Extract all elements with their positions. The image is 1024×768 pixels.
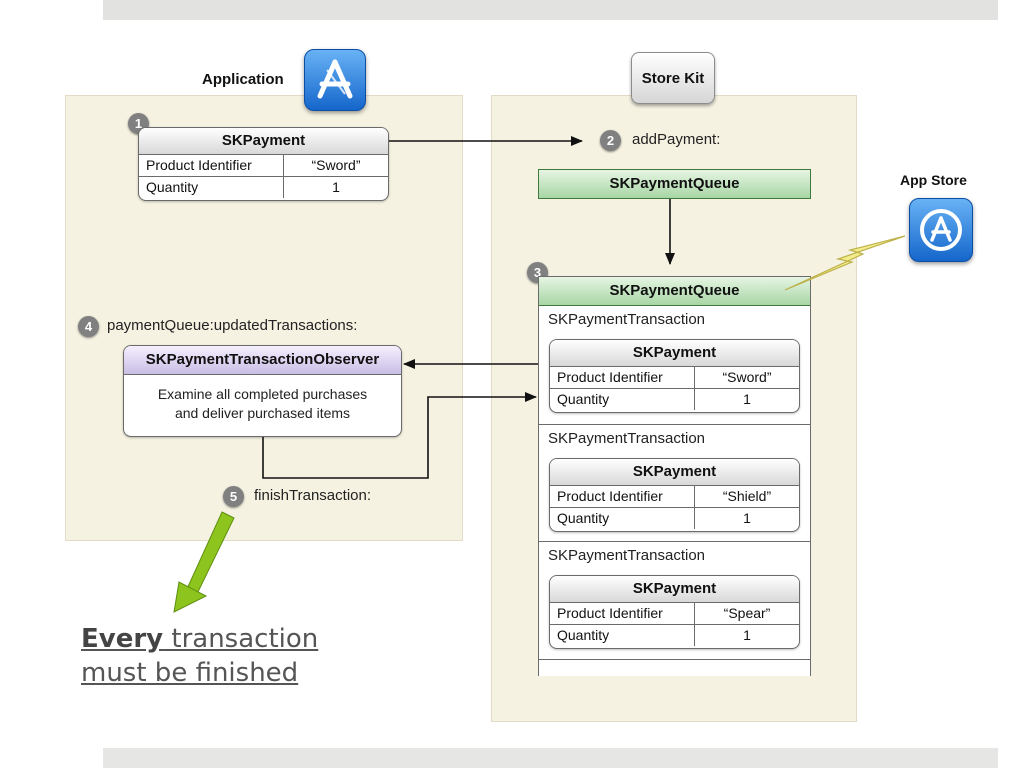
note-emphasis: Every <box>81 624 164 654</box>
observer-line-2: and deliver purchased items <box>174 405 351 421</box>
observer-title: SKPaymentTransactionObserver <box>124 346 401 375</box>
transaction-observer-box: SKPaymentTransactionObserver Examine all… <box>123 345 402 437</box>
payment-row: Quantity 1 <box>550 624 799 646</box>
step-5-badge: 5 <box>223 486 244 507</box>
payment-value: “Spear” <box>723 605 771 621</box>
app-store-a-icon <box>304 49 366 111</box>
payment-row: Quantity 1 <box>139 176 388 198</box>
slide-bottom-bar <box>103 748 998 768</box>
payment-key: Product Identifier <box>550 603 695 624</box>
add-payment-label: addPayment: <box>632 131 721 148</box>
transaction-label: SKPaymentTransaction <box>548 311 706 328</box>
green-pointer-arrow <box>173 511 235 613</box>
transaction-label: SKPaymentTransaction <box>548 430 706 447</box>
payment-queue-box: SKPaymentQueue <box>538 169 811 199</box>
payment-title: SKPayment <box>550 459 799 486</box>
step-2-badge: 2 <box>600 130 621 151</box>
payment-title: SKPayment <box>139 128 388 155</box>
note-text: Every transaction must be finished <box>81 622 318 690</box>
transaction-payment-box: SKPayment Product Identifier “Spear” Qua… <box>549 575 800 649</box>
transaction-item: SKPaymentTransaction SKPayment Product I… <box>539 306 810 424</box>
observer-description: Examine all completed purchases and deli… <box>124 375 401 423</box>
payment-value: 1 <box>743 391 751 407</box>
transaction-list-end <box>539 659 810 678</box>
payment-queue-detail: SKPaymentQueue SKPaymentTransaction SKPa… <box>538 276 811 676</box>
payment-value: 1 <box>332 179 340 195</box>
payment-title: SKPayment <box>550 576 799 603</box>
finish-transaction-connector <box>262 392 537 479</box>
payment-value: 1 <box>743 510 751 526</box>
app-store-header: App Store <box>900 172 967 188</box>
slide-top-bar <box>103 0 998 20</box>
lightning-bolt <box>784 235 906 291</box>
note-rest: transaction <box>163 624 319 654</box>
transaction-payment-box: SKPayment Product Identifier “Shield” Qu… <box>549 458 800 532</box>
observer-line-1: Examine all completed purchases <box>157 386 368 402</box>
finish-transaction-label: finishTransaction: <box>254 487 371 504</box>
application-payment-box: SKPayment Product Identifier “Sword” Qua… <box>138 127 389 201</box>
payment-key: Quantity <box>139 177 284 198</box>
transaction-payment-box: SKPayment Product Identifier “Sword” Qua… <box>549 339 800 413</box>
payment-key: Product Identifier <box>550 367 695 388</box>
payment-value: 1 <box>743 627 751 643</box>
payment-key: Quantity <box>550 508 695 529</box>
payment-key: Product Identifier <box>139 155 284 176</box>
payment-row: Product Identifier “Shield” <box>550 486 799 507</box>
payment-queue-detail-header: SKPaymentQueue <box>539 277 810 306</box>
application-header: Application <box>202 71 284 88</box>
step-4-badge: 4 <box>78 316 99 337</box>
transaction-label: SKPaymentTransaction <box>548 547 706 564</box>
transaction-item: SKPaymentTransaction SKPayment Product I… <box>539 424 810 542</box>
app-store-circle-icon <box>909 198 973 262</box>
store-kit-header: Store Kit <box>631 52 715 104</box>
payment-row: Product Identifier “Sword” <box>139 155 388 176</box>
payment-key: Product Identifier <box>550 486 695 507</box>
payment-row: Product Identifier “Sword” <box>550 367 799 388</box>
payment-key: Quantity <box>550 625 695 646</box>
transaction-item: SKPaymentTransaction SKPayment Product I… <box>539 541 810 660</box>
payment-row: Quantity 1 <box>550 388 799 410</box>
payment-value: “Sword” <box>722 369 772 385</box>
payment-title: SKPayment <box>550 340 799 367</box>
payment-value: “Shield” <box>722 488 772 504</box>
payment-value: “Sword” <box>311 157 361 173</box>
payment-key: Quantity <box>550 389 695 410</box>
note-line-2: must be finished <box>81 658 299 688</box>
payment-row: Product Identifier “Spear” <box>550 603 799 624</box>
payment-row: Quantity 1 <box>550 507 799 529</box>
updated-transactions-label: paymentQueue:updatedTransactions: <box>107 317 358 334</box>
